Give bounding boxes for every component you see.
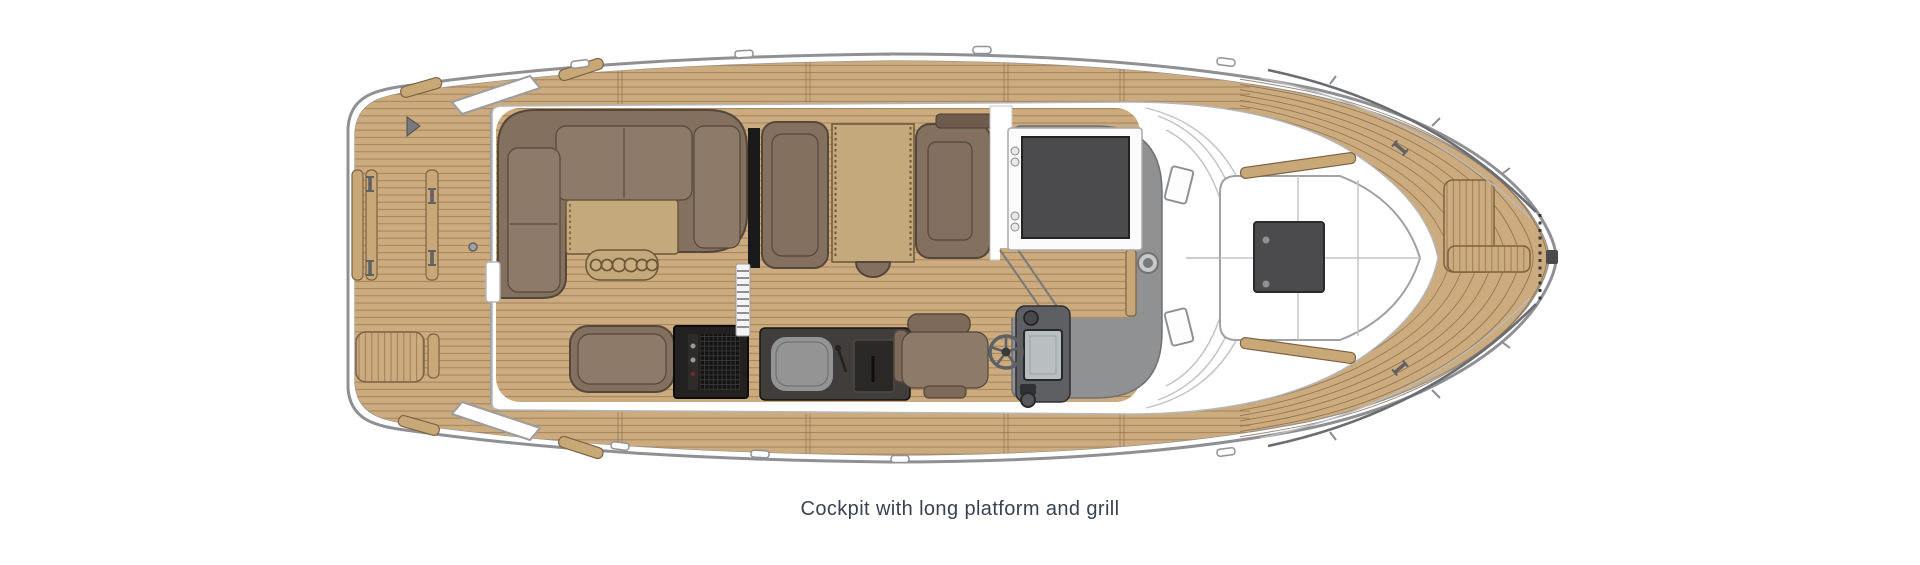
dinette	[761, 105, 1013, 278]
flag-marker-icon	[406, 116, 421, 138]
deck-filler-cap	[468, 242, 478, 252]
sofa-cushion	[693, 125, 741, 249]
helm-station	[988, 305, 1071, 408]
swim-platform	[351, 76, 492, 436]
throttle	[1020, 392, 1036, 408]
grill-indicator	[691, 372, 695, 376]
sunpad-teak-trim	[1239, 152, 1357, 179]
cabin-door	[748, 128, 760, 268]
cockpit-table	[565, 199, 679, 255]
helm-seat	[893, 313, 989, 399]
helm-seat-backrest	[907, 313, 971, 335]
sofa-cushion	[507, 147, 561, 293]
deck-rail	[400, 76, 443, 98]
sunpad-teak-trim	[1239, 337, 1357, 364]
steering-wheel	[988, 334, 1024, 370]
companionway-ladder	[735, 263, 751, 337]
aft-bench-cushion	[577, 333, 667, 385]
platform-handrail	[425, 169, 439, 281]
dinette-shelf	[935, 113, 999, 129]
platform-handrail	[365, 169, 378, 281]
cupholder-tray	[585, 249, 659, 281]
roof-vents	[1163, 165, 1195, 347]
cockpit	[485, 109, 760, 399]
bow-hatch	[1253, 221, 1325, 293]
deck-rail	[557, 435, 604, 460]
helm-seat-cushion	[901, 331, 989, 389]
engine-controls	[1020, 384, 1036, 395]
hatch-hinge	[1262, 236, 1270, 244]
platform-handrail	[427, 333, 440, 379]
chartplotter-screen	[1023, 329, 1063, 381]
deck-rail	[397, 414, 440, 436]
grill-knob	[690, 343, 696, 349]
bow-rails	[1259, 68, 1537, 448]
compass-icon	[1023, 310, 1039, 326]
grill-knob	[690, 357, 696, 363]
chocks	[570, 45, 1236, 464]
hatch-hinge	[1262, 280, 1270, 288]
bow-ladder	[1447, 245, 1531, 273]
dinette-berth	[831, 123, 915, 278]
bow-sunpad	[1219, 152, 1422, 364]
companionway-hatch	[1007, 127, 1143, 251]
berth-cushion	[855, 261, 891, 278]
bow-roller	[1546, 250, 1558, 264]
step-rail	[999, 249, 1047, 317]
platform-handrail	[351, 169, 364, 281]
bow-fittings	[1259, 68, 1558, 448]
boarding-gate-starboard	[451, 401, 541, 441]
galley	[759, 327, 911, 401]
caption: Cockpit with long platform and grill	[800, 498, 1120, 520]
transom-door	[485, 261, 501, 303]
dinette-seat-port	[761, 121, 829, 269]
grill	[673, 325, 749, 399]
platform-step	[355, 331, 425, 383]
galley-sink	[769, 335, 835, 393]
step-rail	[1013, 243, 1059, 309]
boarding-gate-port	[451, 75, 541, 115]
